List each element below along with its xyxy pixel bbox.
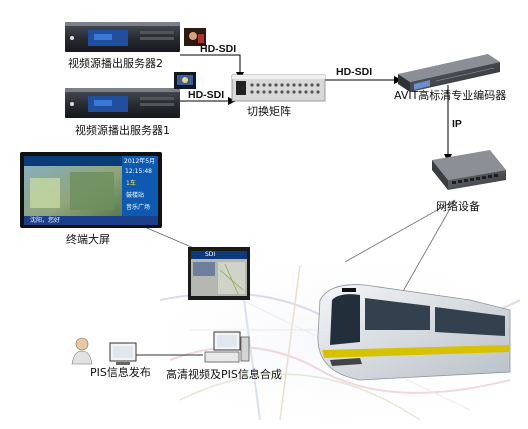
pis-computer-icon <box>109 342 137 365</box>
person-icon <box>71 337 93 365</box>
line-network-train-2 <box>397 199 456 301</box>
screen-time: 12:15:48 <box>125 168 152 175</box>
metro-train <box>317 284 511 381</box>
pis-monitor-device <box>188 247 250 300</box>
terminal-screen-device <box>20 152 162 228</box>
server1-label: 视频源播出服务器1 <box>75 124 170 137</box>
screen-date: 2012年5月 <box>124 158 156 165</box>
switch-matrix-device <box>231 74 326 102</box>
compose-computer-icon <box>204 331 250 363</box>
pis-release-label: PIS信息发布 <box>90 366 151 379</box>
hd-compose-label: 高清视频及PIS信息合成 <box>166 368 282 381</box>
network-label: 网络设备 <box>436 200 480 213</box>
ip-label: IP <box>452 118 462 130</box>
server1-device <box>65 88 180 118</box>
connection-lines <box>139 54 449 272</box>
hdsdi-right-label: HD-SDI <box>336 66 373 78</box>
hdsdi-mid-label: HD-SDI <box>188 89 225 101</box>
encoder-device <box>398 54 500 92</box>
switch-matrix-label: 切换矩阵 <box>247 105 291 118</box>
screen-banner: 沈阳，您好 <box>30 217 61 224</box>
encoder-label: AVIT高标清专业编码器 <box>394 89 507 102</box>
screen-board-1: 1车 <box>126 180 136 187</box>
network-switch-device <box>432 150 506 190</box>
screen-board-2: 鼓楼站 <box>126 192 145 199</box>
line-server2-matrix <box>180 54 241 75</box>
video-thumb-2 <box>184 28 206 46</box>
screen-board-3: 音乐广场 <box>126 204 151 211</box>
terminal-label: 终端大屏 <box>66 233 110 246</box>
monitor-sdi-label: SDI <box>205 251 216 258</box>
line-network-train <box>344 199 456 263</box>
server2-label: 视频源播出服务器2 <box>68 57 163 70</box>
hdsdi-top-label: HD-SDI <box>200 43 237 55</box>
video-thumb-1 <box>174 72 196 89</box>
server2-device <box>65 22 180 52</box>
